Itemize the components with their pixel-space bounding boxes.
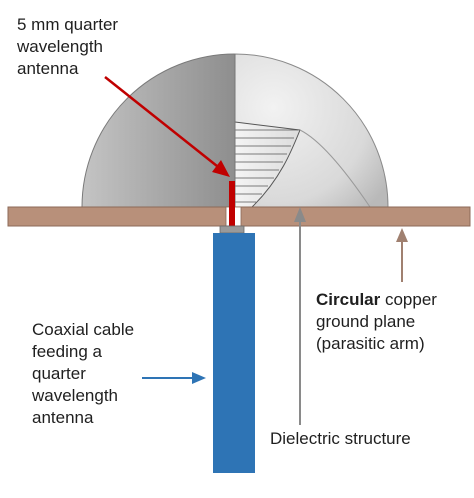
- antenna-label-line-3: antenna: [17, 59, 79, 78]
- coax-arrow: [142, 372, 206, 384]
- ground-plane-label: Circular copper ground plane (parasitic …: [316, 289, 437, 355]
- coax-label-line-3: quarter: [32, 364, 86, 383]
- dielectric-dome: [81, 53, 389, 208]
- antenna-arrow: [104, 76, 230, 177]
- ground-plane-label-line-3: (parasitic arm): [316, 334, 425, 353]
- coax-label-line-2: feeding a: [32, 342, 102, 361]
- coax-label-line-1: Coaxial cable: [32, 320, 135, 339]
- coax-label-line-4: wavelength: [32, 386, 119, 405]
- antenna-label: 5 mm quarter wavelength antenna: [17, 14, 118, 80]
- ground-plane-label-rest: copper: [380, 290, 437, 309]
- dome-left-half: [81, 53, 236, 208]
- ground-plane-label-bold: Circular: [316, 290, 381, 309]
- cavity-hatch: [235, 129, 298, 203]
- dielectric-label-text: Dielectric structure: [270, 429, 411, 448]
- dielectric-label: Dielectric structure: [270, 428, 411, 450]
- ground-plane-arrow: [396, 228, 408, 282]
- coaxial-cable: [213, 233, 255, 473]
- ground-plane-label-line-2: ground plane: [316, 312, 416, 331]
- ground-plane: [7, 206, 471, 227]
- quarter-wave-antenna: [229, 181, 235, 227]
- dielectric-arrow: [294, 207, 306, 425]
- coax-label-line-5: antenna: [32, 408, 94, 427]
- coax-label: Coaxial cable feeding a quarter waveleng…: [32, 319, 134, 429]
- antenna-label-line-1: 5 mm quarter: [17, 15, 119, 34]
- antenna-label-line-2: wavelength: [17, 37, 104, 56]
- coax-connector: [219, 225, 245, 234]
